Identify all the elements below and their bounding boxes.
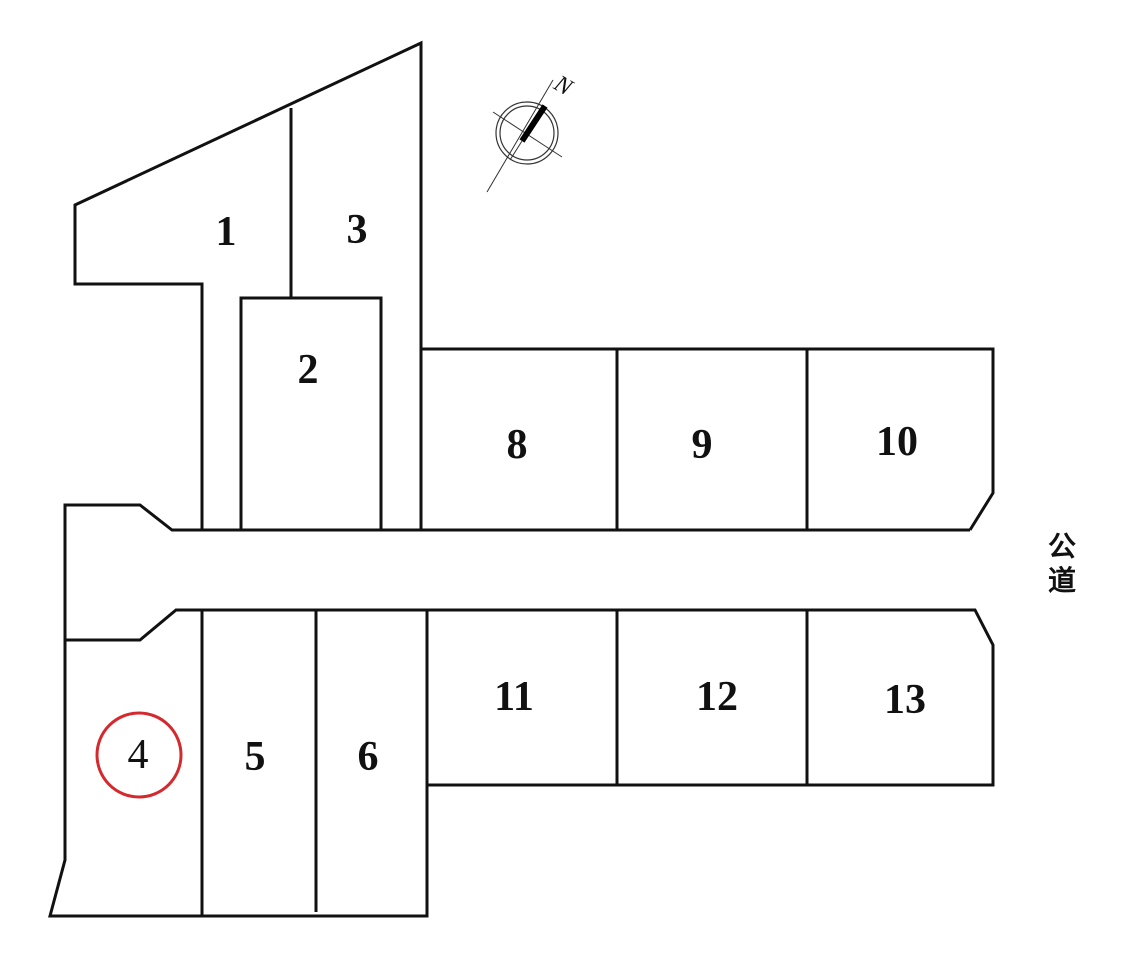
north-arrow-icon: N xyxy=(486,70,578,193)
lot-2-label[interactable]: 2 xyxy=(298,347,319,393)
road-label-char-1: 公 xyxy=(1047,530,1076,563)
lot-2-outline xyxy=(239,296,383,530)
road-and-lower-outline xyxy=(48,503,995,918)
lot-11-label[interactable]: 11 xyxy=(494,674,534,720)
lot-4-label[interactable]: 4 xyxy=(128,732,149,778)
selected-lot-highlight xyxy=(95,711,183,799)
lots-8-10-outline xyxy=(421,347,995,531)
lot-boundaries xyxy=(48,40,995,918)
lot-5-label[interactable]: 5 xyxy=(245,734,266,780)
lot-10-label[interactable]: 10 xyxy=(876,419,918,465)
lot-8-label[interactable]: 8 xyxy=(507,422,528,468)
public-road-label: 公 道 xyxy=(1045,530,1079,598)
lot-1-3-outline xyxy=(73,40,423,530)
lot-12-label[interactable]: 12 xyxy=(696,674,738,720)
north-label: N xyxy=(549,70,578,102)
lot-3-label[interactable]: 3 xyxy=(347,207,368,253)
lot-9-label[interactable]: 9 xyxy=(692,422,713,468)
lot-13-label[interactable]: 13 xyxy=(884,677,926,723)
lot-1-label[interactable]: 1 xyxy=(216,209,237,255)
road-label-char-2: 道 xyxy=(1047,564,1076,597)
lot-6-label[interactable]: 6 xyxy=(358,734,379,780)
